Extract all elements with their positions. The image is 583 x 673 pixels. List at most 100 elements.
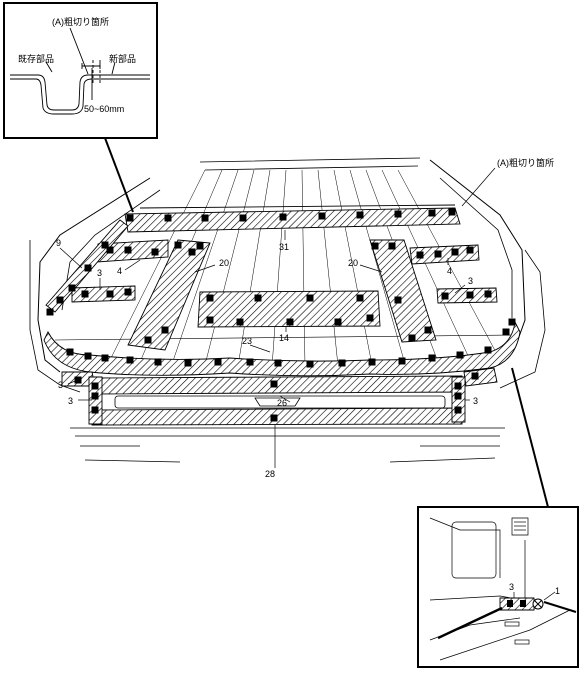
spot-weld-mark: [334, 318, 342, 326]
spot-weld-mark: [441, 292, 449, 300]
panel-20-left: [127, 239, 211, 351]
spot-weld-mark: [454, 392, 462, 400]
spot-weld-mark: [206, 316, 214, 324]
spot-weld-mark: [356, 211, 364, 219]
spot-weld-mark: [448, 208, 456, 216]
spot-weld-mark: [196, 242, 204, 250]
inset-cut-label: (A)粗切り箇所: [52, 16, 109, 27]
inset-top-left: (A)粗切り箇所 既存部品 新部品 50~60mm: [3, 2, 158, 139]
label-cut-main: (A)粗切り箇所: [497, 157, 554, 168]
spot-weld-mark: [164, 214, 172, 222]
spot-weld-mark: [101, 354, 109, 362]
callout-4-left: 4: [117, 266, 122, 276]
callout-20-left: 20: [219, 258, 229, 268]
callout-3-post-left: 3: [68, 396, 73, 406]
spot-weld-mark: [456, 351, 464, 359]
spot-weld-mark: [368, 358, 376, 366]
inset-bottom-pointer: [511, 367, 549, 508]
spot-weld-mark: [502, 328, 510, 336]
spot-weld-mark: [84, 264, 92, 272]
spot-weld-mark: [306, 294, 314, 302]
spot-weld-mark: [428, 354, 436, 362]
spot-weld-mark: [434, 250, 442, 258]
spot-weld-mark: [466, 291, 474, 299]
spot-weld-mark: [184, 359, 192, 367]
spot-weld-mark: [126, 214, 134, 222]
leader-lines: [59, 167, 496, 468]
inset-bottom-right: 3 1: [417, 506, 579, 668]
callout-26: 26: [277, 398, 287, 408]
spot-weld-mark: [66, 348, 74, 356]
spot-weld-mark: [144, 336, 152, 344]
spot-weld-mark: [91, 392, 99, 400]
spot-weld-mark: [124, 246, 132, 254]
spot-weld-mark: [388, 242, 396, 250]
hatched-panels: [43, 207, 521, 426]
panel-31: [124, 207, 461, 233]
panel-4-right: [409, 244, 480, 265]
truck-bed-outline: [29, 157, 546, 463]
panel-14: [197, 290, 381, 328]
spot-weld-mark: [91, 382, 99, 390]
spot-weld-mark: [106, 290, 114, 298]
spot-weld-mark: [274, 359, 282, 367]
callout-3-post-right: 3: [473, 396, 478, 406]
spot-weld-mark: [371, 242, 379, 250]
spot-weld-mark: [84, 352, 92, 360]
inset-dimension: 50~60mm: [84, 104, 124, 114]
callout-9: 9: [56, 238, 61, 248]
spot-weld-mark: [428, 209, 436, 217]
spot-weld-mark: [81, 290, 89, 298]
spot-weld-mark: [254, 294, 262, 302]
spot-weld-mark: [416, 251, 424, 259]
spot-weld-mark: [338, 359, 346, 367]
callout-3-rear-left: 3: [58, 380, 63, 390]
spot-weld-mark: [124, 288, 132, 296]
spot-weld-mark: [454, 406, 462, 414]
inset-callout-1: 1: [555, 586, 560, 596]
spot-weld-mark: [318, 212, 326, 220]
spot-weld-mark: [394, 296, 402, 304]
inset-top-pointer: [104, 137, 134, 213]
spot-weld-mark: [471, 372, 479, 380]
spot-weld-mark: [91, 406, 99, 414]
spot-weld-mark: [451, 248, 459, 256]
spot-weld-mark: [101, 241, 109, 249]
inset-callout-3: 3: [509, 582, 514, 592]
spot-weld-mark: [106, 246, 114, 254]
spot-weld-mark: [484, 290, 492, 298]
spot-welds: [46, 208, 516, 422]
spot-weld-mark: [394, 210, 402, 218]
spot-weld-mark: [161, 326, 169, 334]
spot-weld-mark: [366, 314, 374, 322]
callout-20-right: 20: [348, 258, 358, 268]
spot-weld-mark: [424, 326, 432, 334]
spot-weld-mark: [286, 318, 294, 326]
spot-weld-mark: [206, 294, 214, 302]
inset-existing-label: 既存部品: [18, 53, 54, 64]
callout-14: 14: [279, 333, 289, 343]
spot-weld-mark: [270, 414, 278, 422]
callout-3-left: 3: [97, 268, 102, 278]
spot-weld-mark: [466, 246, 474, 254]
callout-31: 31: [279, 242, 289, 252]
spot-weld-mark: [174, 241, 182, 249]
spot-weld-mark: [188, 248, 196, 256]
spot-weld-mark: [68, 284, 76, 292]
spot-weld-mark: [201, 214, 209, 222]
spot-weld-mark: [236, 318, 244, 326]
spot-weld-mark: [126, 356, 134, 364]
callout-3-right: 3: [468, 276, 473, 286]
spot-weld-mark: [279, 213, 287, 221]
spot-weld-mark: [356, 294, 364, 302]
spot-weld-mark: [270, 380, 278, 388]
spot-weld-mark: [214, 358, 222, 366]
spot-weld-mark: [46, 308, 54, 316]
spot-weld-mark: [154, 358, 162, 366]
callout-28: 28: [265, 469, 275, 479]
callout-4-right: 4: [447, 266, 452, 276]
spot-weld-mark: [484, 346, 492, 354]
spot-weld-mark: [454, 382, 462, 390]
inset-new-label: 新部品: [109, 53, 136, 64]
